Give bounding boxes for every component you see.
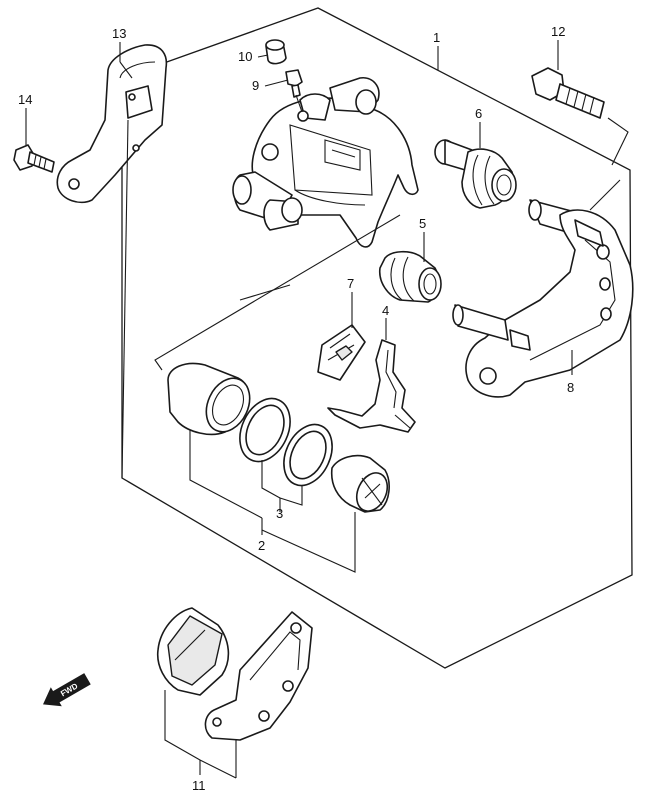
callout-7: 7 bbox=[347, 276, 354, 291]
brake-caliper-body bbox=[232, 76, 419, 248]
callout-8: 8 bbox=[567, 380, 574, 395]
callout-4: 4 bbox=[382, 303, 389, 318]
mounting-plate-part-13 bbox=[56, 44, 168, 204]
brake-pad-set-part-11 bbox=[156, 607, 313, 741]
callout-10: 10 bbox=[238, 49, 252, 64]
callout-9: 9 bbox=[252, 78, 259, 93]
callout-3: 3 bbox=[276, 506, 283, 521]
forward-arrow-icon: FWD bbox=[43, 673, 91, 707]
bleeder-cap-part-10 bbox=[265, 39, 287, 65]
callout-2: 2 bbox=[258, 538, 265, 553]
bolt-part-14 bbox=[13, 144, 55, 173]
pad-spring-part-7 bbox=[317, 324, 366, 381]
callout-5: 5 bbox=[419, 216, 426, 231]
callout-11: 11 bbox=[192, 778, 206, 793]
callout-labels: 1 2 3 4 5 6 7 8 9 10 11 12 13 14 bbox=[18, 24, 574, 793]
bolt-part-12 bbox=[531, 67, 605, 119]
callout-6: 6 bbox=[475, 106, 482, 121]
callout-12: 12 bbox=[551, 24, 565, 39]
callout-13: 13 bbox=[112, 26, 126, 41]
piston-boot-part-5 bbox=[378, 250, 442, 303]
piston-and-seals bbox=[167, 362, 390, 513]
callout-1: 1 bbox=[433, 30, 440, 45]
slide-pin-boot-part-6 bbox=[434, 139, 517, 209]
leader-lines bbox=[25, 40, 629, 779]
bleeder-screw-part-9 bbox=[285, 69, 303, 98]
caliper-bracket-part-8 bbox=[452, 199, 634, 398]
pad-retainer-part-4 bbox=[327, 339, 416, 433]
callout-14: 14 bbox=[18, 92, 32, 107]
